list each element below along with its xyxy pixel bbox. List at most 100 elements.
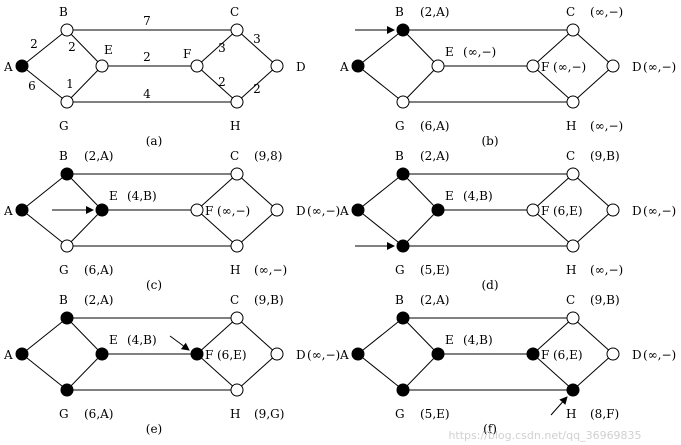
node-label-C: C [566,293,575,307]
label-F-e: (6,E) [217,348,247,362]
node-A [15,347,29,361]
label-E-d: (4,B) [463,189,493,203]
node-label-B: B [395,149,404,163]
node-C [566,23,580,37]
node-label-C: C [230,5,239,19]
panel-caption-d: (d) [481,278,498,292]
node-D [606,59,620,73]
edge-EG [402,209,439,247]
edge-HD [572,65,614,103]
node-label-C: C [566,5,575,19]
node-label-F: F [541,60,549,74]
edge-weight-HD: 2 [253,82,261,96]
label-B-c: (2,A) [84,149,113,163]
edge-AG [21,209,68,247]
node-label-B: B [59,5,68,19]
node-label-B: B [59,293,68,307]
panel-caption-c: (c) [146,278,162,292]
edge-weight-CF: 3 [218,41,226,55]
node-A [15,59,29,73]
edge-AB [21,29,68,67]
label-D-b: (∞,−) [643,60,676,74]
edge-weight-BC: 7 [143,14,151,28]
node-E [95,203,109,217]
node-label-H: H [566,119,576,133]
edge-HD [236,209,278,247]
label-B-f: (2,A) [420,293,449,307]
edge-CD [572,29,614,67]
node-label-D: D [296,60,306,74]
edge-FH [196,65,238,103]
edge-FH [196,209,238,247]
node-G [60,95,74,109]
node-label-F: F [183,47,191,61]
edge-CD [572,173,614,211]
node-C [230,23,244,37]
watermark: https://blog.csdn.net/qq_36969835 [448,429,641,442]
node-F [526,203,540,217]
label-H-d: (∞,−) [590,263,623,277]
label-H-f: (8,F) [590,407,619,421]
node-label-E: E [109,189,118,203]
node-C [566,167,580,181]
panel-caption-b: (b) [481,134,498,148]
label-F-b: (∞,−) [553,60,586,74]
edge-CD [572,317,614,355]
edge-EG [402,65,439,103]
edge-AG [21,65,68,103]
panel-caption-f: (f) [483,422,497,436]
label-C-c: (9,8) [254,149,282,163]
label-F-f: (6,E) [553,348,583,362]
node-G [396,383,410,397]
node-label-E: E [109,333,118,347]
node-A [15,203,29,217]
node-label-H: H [230,263,240,277]
edge-CD [236,173,278,211]
label-H-c: (∞,−) [254,263,287,277]
edge-CD [236,29,278,67]
node-label-H: H [230,407,240,421]
node-E [431,347,445,361]
node-label-A: A [339,348,349,362]
node-label-D: D [632,348,642,362]
label-D-d: (∞,−) [643,204,676,218]
panel-caption-a: (a) [146,134,163,148]
edge-CF [532,173,574,211]
node-label-G: G [59,407,69,421]
label-G-c: (6,A) [84,263,113,277]
edge-FH [532,209,574,247]
edge-CF [196,173,238,211]
node-D [270,59,284,73]
label-D-e: (∞,−) [307,348,340,362]
pointer-arrow-H [550,396,568,416]
node-D [270,203,284,217]
node-label-A: A [339,204,349,218]
node-label-C: C [230,149,239,163]
edge-EG [66,353,103,391]
node-label-F: F [541,348,549,362]
label-B-d: (2,A) [420,149,449,163]
node-label-G: G [395,407,405,421]
node-label-D: D [632,60,642,74]
edge-BE [66,317,103,355]
node-label-G: G [395,263,405,277]
node-H [230,383,244,397]
edge-BE [66,29,103,67]
label-D-c: (∞,−) [307,204,340,218]
node-B [396,23,410,37]
node-E [95,347,109,361]
node-label-F: F [541,204,549,218]
node-F [526,59,540,73]
edge-AG [357,353,404,391]
label-B-e: (2,A) [84,293,113,307]
node-label-B: B [59,149,68,163]
node-label-E: E [445,333,454,347]
edge-weight-GH: 4 [143,87,151,101]
node-label-A: A [3,204,13,218]
node-H [566,239,580,253]
node-F [190,203,204,217]
